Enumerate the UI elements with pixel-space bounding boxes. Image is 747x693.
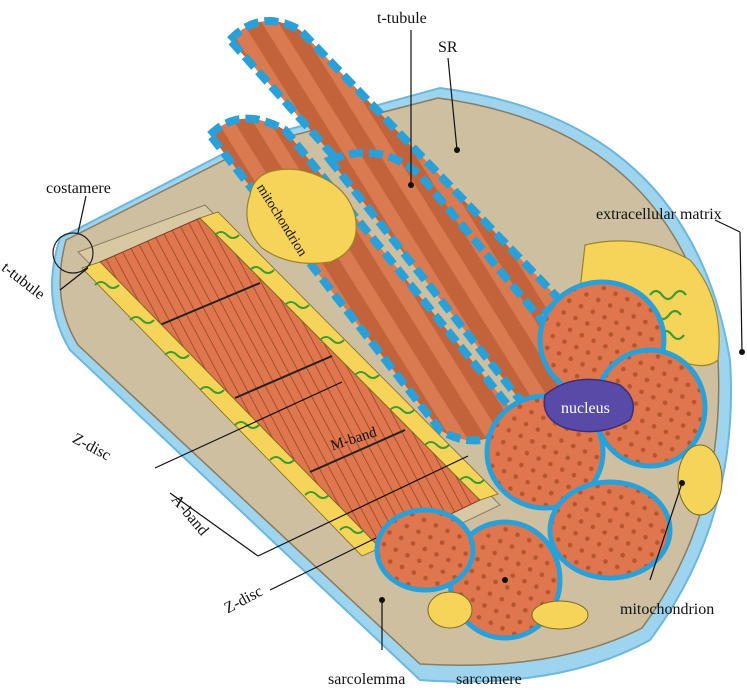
leader-dots [379,147,745,603]
label-sarcomere: sarcomere [456,671,522,688]
costamere-circle [52,232,94,274]
leader-lines [59,30,743,650]
label-costamere: costamere [46,180,111,197]
label-extracellular-matrix: extracellular matrix [596,206,722,223]
cristae [94,231,485,534]
label-sarcolemma: sarcolemma [328,671,406,688]
label-mitochondrion-bottom: mitochondrion [620,601,715,618]
band-lines [159,282,406,473]
label-t-tubule-top: t-tubule [377,10,427,27]
nucleus-shape [543,378,635,433]
cross-section-myofibrils [374,279,708,641]
small-mitochondria [427,444,723,630]
mitochondrion-upper [246,168,357,264]
label-nucleus: nucleus [561,400,610,417]
label-sr: SR [438,39,458,56]
